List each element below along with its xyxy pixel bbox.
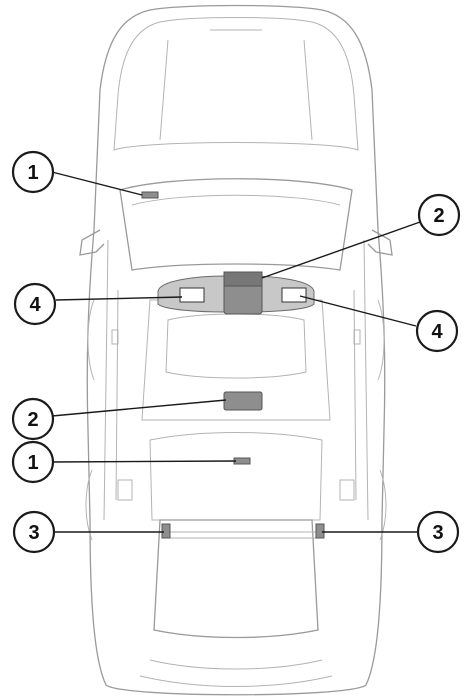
leader-2-middle [51,399,227,417]
callout-label: 1 [27,162,38,184]
leader-2-front [261,221,421,279]
vehicle-body [79,4,393,696]
right-side-sensor [315,523,325,539]
leader-lines [51,171,421,533]
callout-label: 2 [433,205,444,227]
callout-3-left: 3 [12,510,56,554]
callout-label: 4 [431,321,443,343]
callout-2-middle: 2 [11,397,55,441]
leader-4-right [299,295,417,327]
leader-4-left [55,296,183,301]
front-center-module [223,271,263,315]
callout-4-right: 4 [415,309,459,353]
left-side-sensor [161,523,171,539]
right-console-switch [281,287,307,303]
overhead-console [157,275,315,313]
callout-4-left: 4 [13,282,57,326]
callout-label: 3 [432,522,443,544]
callout-1-rear: 1 [11,440,55,484]
callout-3-right: 3 [416,510,460,554]
callout-label: 2 [27,409,38,431]
middle-module [223,391,263,411]
rear-sensor [233,457,251,465]
callout-label: 1 [27,452,38,474]
front-sensor [141,191,159,199]
leader-1-front [51,171,143,196]
leader-1-rear [51,460,237,463]
callout-2-front: 2 [417,193,461,237]
left-console-switch [179,287,205,303]
callout-1-front: 1 [11,150,55,194]
callout-label: 3 [28,522,39,544]
callout-label: 4 [29,294,41,316]
